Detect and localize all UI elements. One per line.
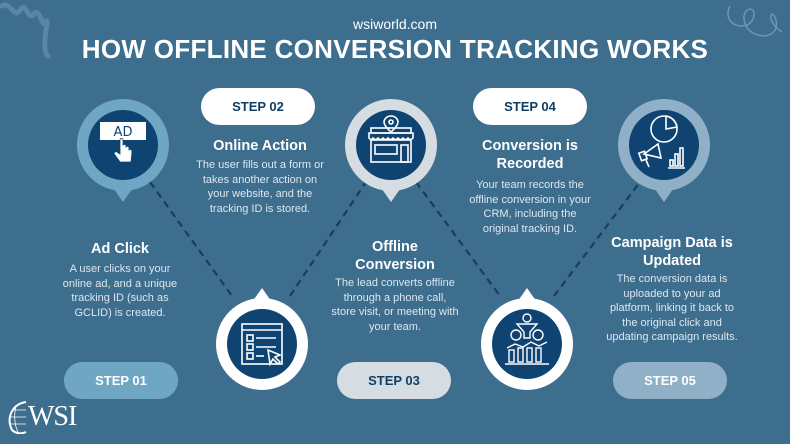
step-05-badge: STEP 05 <box>613 362 727 399</box>
squiggle-decoration-icon <box>0 2 51 59</box>
heading-line: Updated <box>643 253 701 269</box>
desc-line: The lead converts offline <box>335 277 455 289</box>
desc-line: offline conversion in your <box>469 193 591 206</box>
web-form-icon <box>241 323 283 367</box>
page-title: HOW OFFLINE CONVERSION TRACKING WORKS <box>81 34 709 64</box>
heading-line: Conversion is <box>482 138 578 154</box>
step-01-description: A user clicks on your online ad, and a u… <box>45 262 195 320</box>
desc-line: takes another action on <box>202 173 318 186</box>
heading-line: Campaign Data is <box>611 235 733 251</box>
site-url: wsiworld.com <box>352 16 437 32</box>
desc-line: The conversion data is <box>616 273 728 285</box>
desc-line: your team. <box>369 320 421 333</box>
step-05-heading: Campaign Data is Updated <box>592 234 752 270</box>
desc-line: The user fills out a form or <box>196 159 324 171</box>
step-04-pin <box>481 288 573 390</box>
desc-line: GCLID) is created. <box>74 306 166 319</box>
step-03-description: The lead converts offline through a phon… <box>315 276 475 334</box>
step-03-badge: STEP 03 <box>337 362 451 399</box>
svg-text:AD: AD <box>114 125 133 140</box>
step-04-description: Your team records the offline conversion… <box>450 178 610 236</box>
desc-line: through a phone call, <box>343 291 447 304</box>
desc-line: store visit, or meeting with <box>331 306 459 318</box>
desc-line: your website, and the <box>207 188 313 200</box>
funnel-analytics-icon <box>505 313 549 365</box>
step-02-heading: Online Action <box>213 138 307 154</box>
heading-line: Offline <box>372 239 418 255</box>
step-04-heading: Conversion is Recorded <box>450 137 610 173</box>
desc-line: A user clicks on your <box>69 263 171 275</box>
step-04-badge: STEP 04 <box>473 88 587 125</box>
step-02-pin <box>216 288 308 390</box>
step-01-badge: STEP 01 <box>64 362 178 399</box>
globe-swoosh-icon <box>8 401 27 434</box>
step-03-pin <box>345 99 437 202</box>
megaphone-chart-icon <box>637 115 685 169</box>
loop-decoration-icon <box>727 5 783 37</box>
desc-line: the original click and <box>622 316 722 329</box>
heading-line: Conversion <box>355 257 435 273</box>
logo-text: WSI <box>28 401 77 432</box>
desc-line: uploaded to your ad <box>623 287 721 300</box>
desc-line: Your team records the <box>476 179 584 191</box>
desc-line: tracking ID is stored. <box>209 202 311 215</box>
step-05-description: The conversion data is uploaded to your … <box>592 272 752 345</box>
wsi-logo: WSI <box>6 400 77 434</box>
desc-line: platform, linking it back to <box>609 302 735 314</box>
step-02-description: The user fills out a form or takes anoth… <box>180 158 340 216</box>
step-05-pin <box>618 99 710 202</box>
desc-line: online ad, and a unique <box>62 277 178 290</box>
desc-line: updating campaign results. <box>606 331 738 343</box>
desc-line: original tracking ID. <box>482 222 578 235</box>
step-03-heading: Offline Conversion <box>315 238 475 274</box>
ad-click-icon: AD <box>100 122 146 163</box>
heading-line: Recorded <box>496 156 564 172</box>
desc-line: CRM, including the <box>483 208 577 220</box>
desc-line: tracking ID (such as <box>71 292 169 304</box>
step-02-badge: STEP 02 <box>201 88 315 125</box>
step-01-heading: Ad Click <box>90 241 149 257</box>
storefront-location-icon <box>368 115 414 163</box>
step-01-pin: AD <box>76 99 169 202</box>
